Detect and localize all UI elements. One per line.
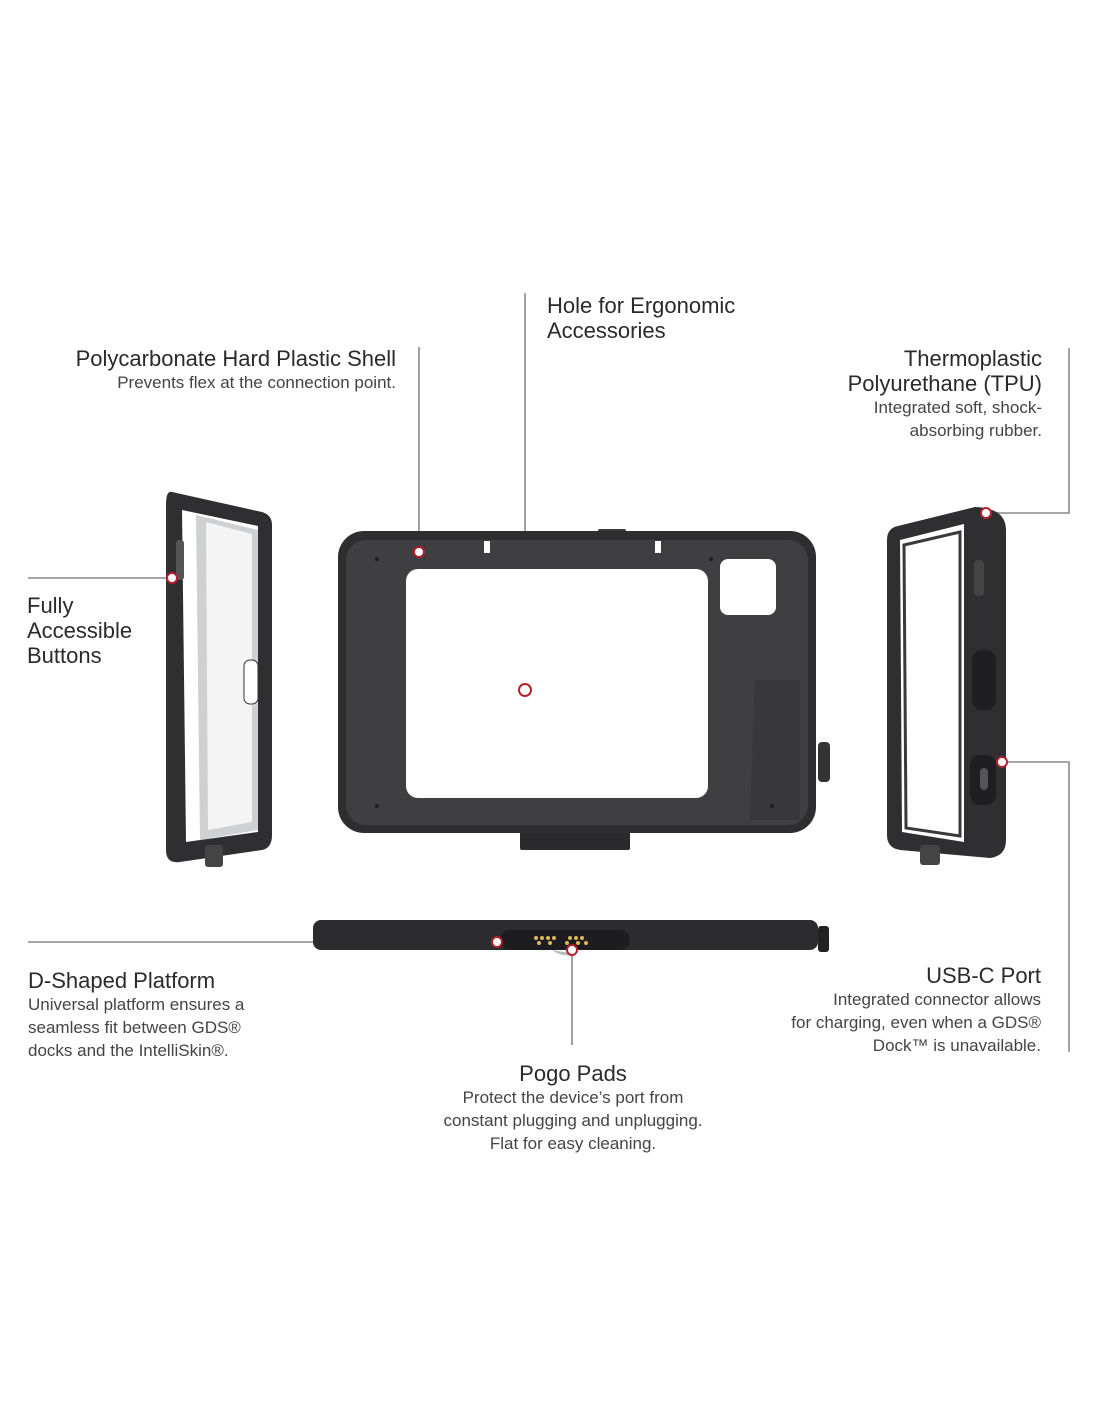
callout-desc-line: Integrated soft, shock-: [873, 398, 1042, 417]
marker-pogo: [566, 944, 578, 956]
callout-title: D-Shaped Platform: [28, 968, 216, 993]
callout-title-line: Thermoplastic: [903, 346, 1042, 371]
callout-hole: Hole for Ergonomic Accessories: [547, 293, 735, 343]
case-side-left: [166, 491, 272, 867]
callout-buttons: Fully Accessible Buttons: [27, 593, 132, 668]
callout-tpu: Thermoplastic Polyurethane (TPU) Integra…: [740, 346, 1042, 442]
callout-title-line: Polyurethane (TPU): [847, 371, 1042, 396]
callout-desc-line: absorbing rubber.: [909, 421, 1042, 440]
marker-tpu: [980, 507, 992, 519]
callout-desc-line: for charging, even when a GDS®: [791, 1013, 1041, 1032]
callout-title-line: Accessible: [27, 618, 133, 643]
callout-desc: Prevents flex at the connection point.: [117, 373, 396, 392]
marker-platform: [491, 936, 503, 948]
callout-shell: Polycarbonate Hard Plastic Shell Prevent…: [20, 346, 396, 394]
callout-desc-line: docks and the IntelliSkin®.: [28, 1041, 229, 1060]
callout-title-line: Accessories: [547, 318, 666, 343]
callout-title-line: Buttons: [27, 643, 102, 668]
callout-title: Polycarbonate Hard Plastic Shell: [75, 346, 396, 371]
case-front: [338, 529, 830, 850]
marker-hole: [518, 683, 532, 697]
marker-shell: [413, 546, 425, 558]
callout-markers: [166, 507, 1008, 956]
case-bottom: [313, 920, 829, 956]
callout-title-line: Hole for Ergonomic: [547, 293, 736, 318]
callout-desc-line: seamless fit between GDS®: [28, 1018, 241, 1037]
callout-desc-line: Dock™ is unavailable.: [872, 1036, 1041, 1055]
marker-buttons: [166, 572, 178, 584]
callout-desc-line: Protect the device’s port from: [462, 1088, 684, 1107]
pogo-pins: [534, 936, 588, 945]
case-side-right: [887, 507, 1006, 865]
callout-pogo: Pogo Pads Protect the device’s port from…: [403, 1061, 743, 1155]
marker-usbc: [996, 756, 1008, 768]
callout-title: USB-C Port: [926, 963, 1041, 988]
callout-desc-line: constant plugging and unplugging.: [443, 1111, 703, 1130]
callout-desc-line: Flat for easy cleaning.: [489, 1134, 657, 1153]
callout-title-line: Fully: [27, 593, 74, 618]
callout-title: Pogo Pads: [519, 1061, 627, 1086]
callout-desc-line: Universal platform ensures a: [28, 995, 245, 1014]
callout-usbc: USB-C Port Integrated connector allows f…: [700, 963, 1041, 1057]
callout-desc-line: Integrated connector allows: [833, 990, 1041, 1009]
callout-platform: D-Shaped Platform Universal platform ens…: [28, 968, 244, 1062]
